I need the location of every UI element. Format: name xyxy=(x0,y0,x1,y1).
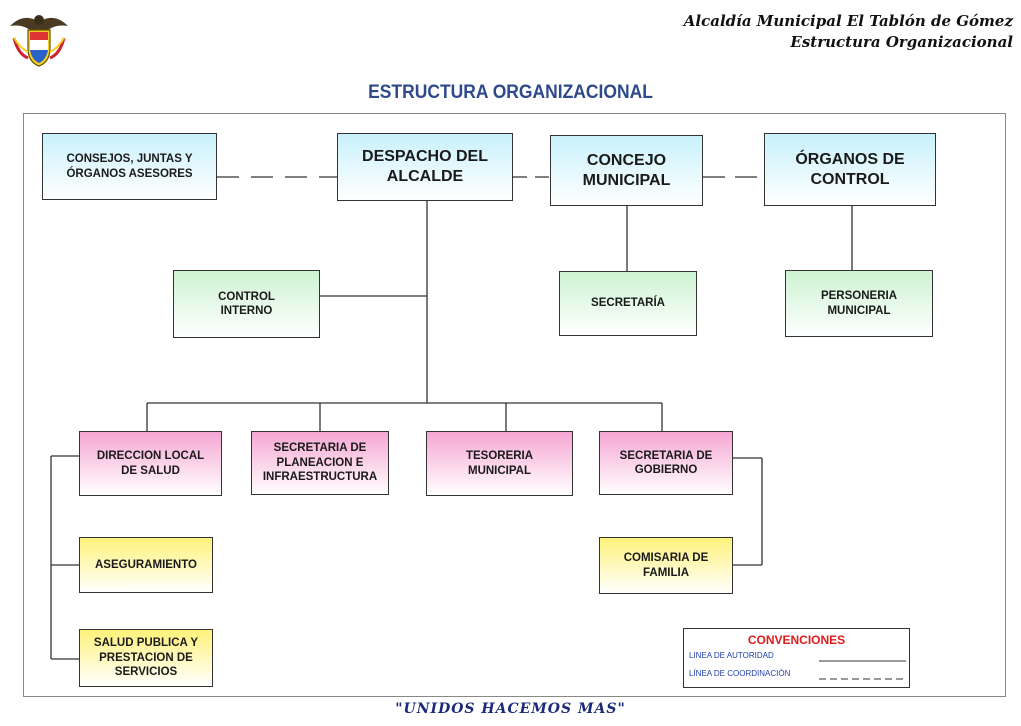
header-subtitle: Estructura Organizacional xyxy=(790,33,1013,51)
coat-of-arms-logo xyxy=(10,15,68,67)
header-municipality: Alcaldía Municipal El Tablón de Gómez xyxy=(683,12,1013,30)
legend-title: CONVENCIONES xyxy=(747,633,846,647)
legend-swatches xyxy=(819,660,906,680)
chart-frame xyxy=(23,113,1006,697)
motto: "UNIDOS HACEMOS MAS" xyxy=(395,701,626,717)
page-title: ESTRUCTURA ORGANIZACIONAL xyxy=(368,82,653,103)
legend-box: CONVENCIONES LINEA DE AUTORIDAD LÍNEA DE… xyxy=(683,628,910,688)
legend-authority-label: LINEA DE AUTORIDAD xyxy=(689,651,774,660)
box-aseguramiento: ASEGURAMIENTO xyxy=(79,537,213,593)
box-secretaria: SECRETARÍA xyxy=(559,271,697,336)
legend-coordination-label: LÍNEA DE COORDINACIÓN xyxy=(689,669,791,678)
